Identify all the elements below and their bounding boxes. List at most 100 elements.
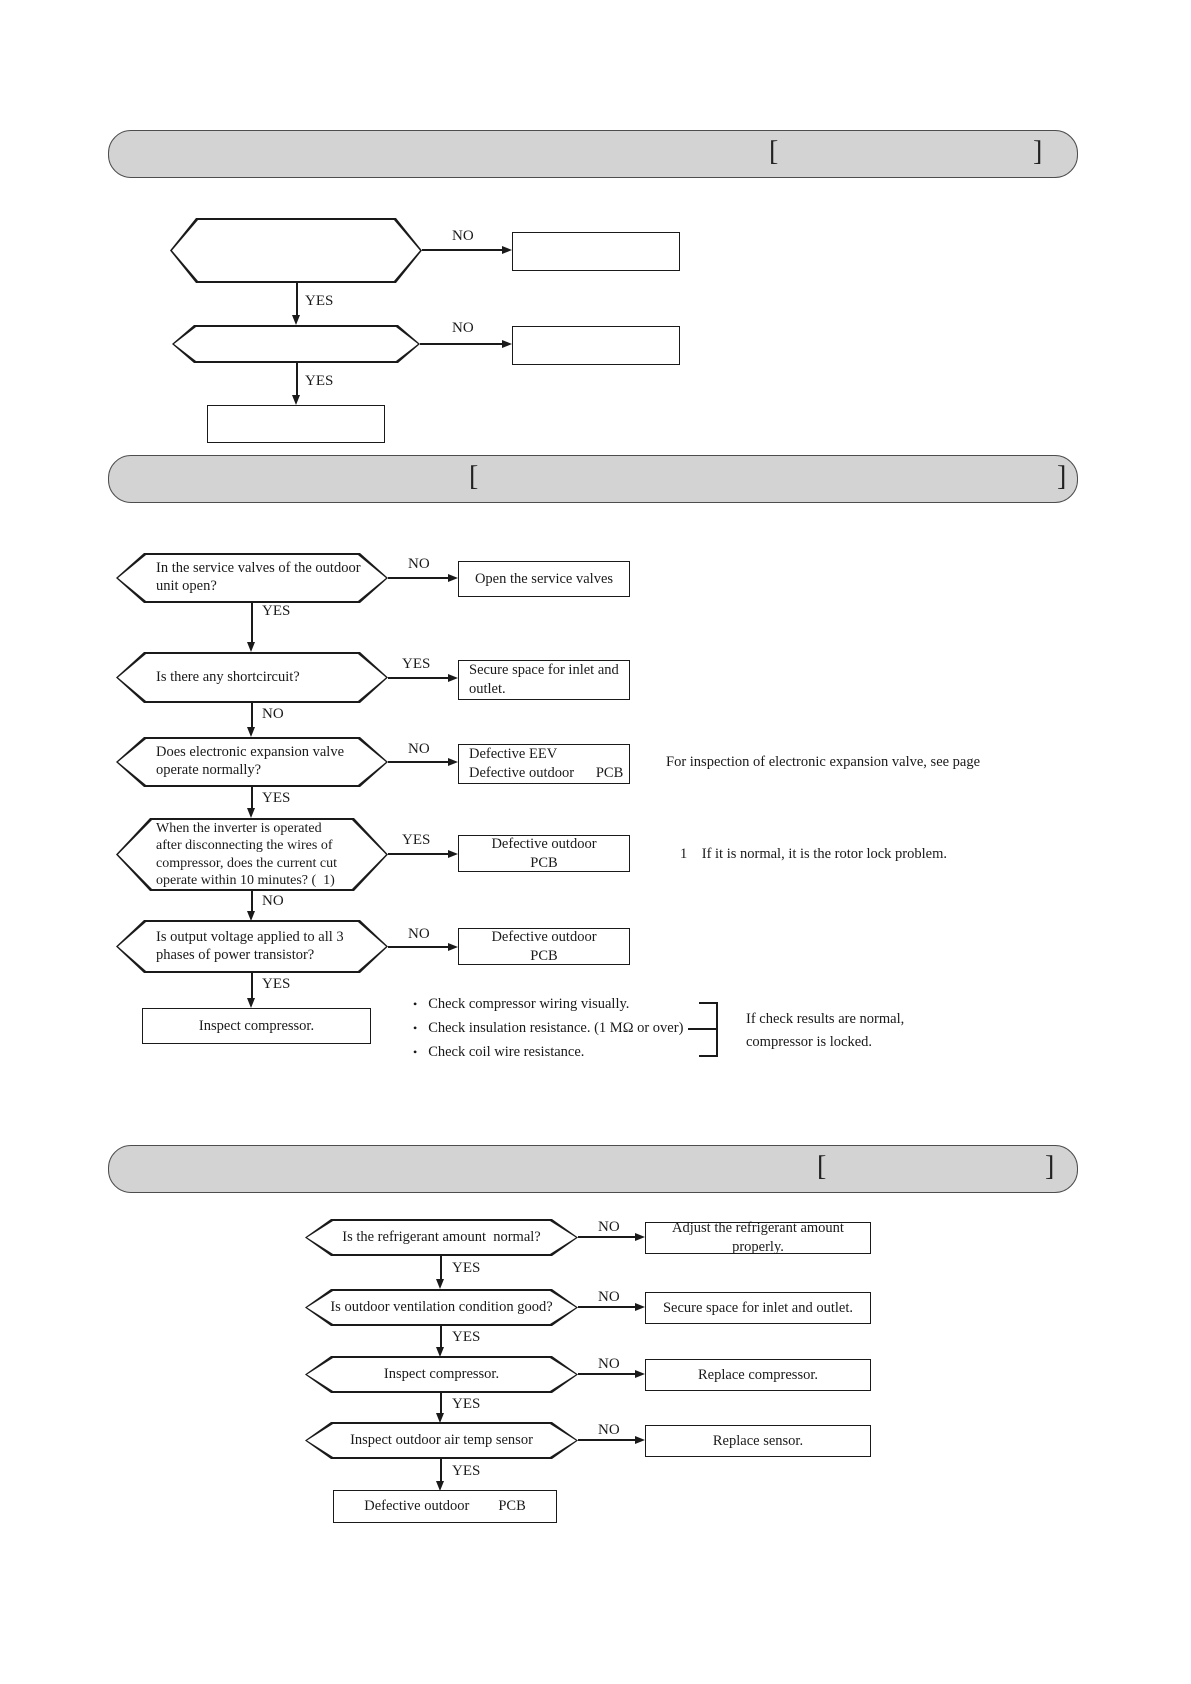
arrow-right-icon	[578, 1435, 645, 1444]
decision-text: Is outdoor ventilation condition good?	[330, 1298, 553, 1315]
decision-fill	[118, 555, 386, 601]
arrow-down-icon	[292, 283, 300, 325]
decision-text: Is output voltage applied to all 3 phase…	[156, 928, 344, 963]
arrow-right-icon	[388, 757, 458, 766]
no-label: NO	[452, 320, 474, 336]
section-header-3: [ ]	[108, 1145, 1078, 1193]
arrow-down-icon	[247, 787, 255, 818]
decision-fill	[307, 1358, 576, 1391]
yes-label: YES	[262, 603, 291, 619]
action-secure-space: Secure space for inlet and outlet.	[458, 660, 630, 700]
action-open-valves: Open the service valves	[458, 561, 630, 597]
section-header-1: [ ]	[108, 130, 1078, 178]
arrow-down-icon	[436, 1326, 444, 1357]
decision-service-valves: In the service valves of the outdoor uni…	[116, 553, 388, 603]
decision-fill	[307, 1291, 576, 1324]
no-label: NO	[408, 741, 430, 757]
action-replace-sensor: Replace sensor.	[645, 1425, 871, 1457]
action-adjust-refrigerant: Adjust the refrigerant amount properly.	[645, 1220, 871, 1255]
brace-top-tick	[699, 1002, 717, 1004]
decision-eev: Does electronic expansion valve operate …	[116, 737, 388, 787]
arrow-right-icon	[388, 573, 458, 582]
decision-fill	[118, 654, 386, 701]
decision-blank-2	[172, 325, 420, 363]
bullet-icon: •	[413, 1021, 418, 1035]
arrow-right-icon	[420, 339, 512, 348]
decision-air-temp-sensor: Inspect outdoor air temp sensor	[305, 1422, 578, 1459]
decision-fill	[118, 739, 386, 785]
no-label: NO	[598, 1219, 620, 1235]
arrow-right-icon	[578, 1302, 645, 1311]
arrow-down-icon	[436, 1393, 444, 1423]
yes-label: YES	[452, 1260, 481, 1276]
decision-fill	[307, 1221, 576, 1254]
arrow-down-icon	[247, 973, 255, 1008]
check-item: • Check insulation resistance. (1 MΩ or …	[413, 1020, 683, 1037]
decision-fill	[174, 327, 418, 361]
decision-ventilation: Is outdoor ventilation condition good?	[305, 1289, 578, 1326]
decision-text: Inspect compressor.	[383, 1365, 500, 1382]
decision-inverter-current-cut: When the inverter is operated after disc…	[116, 818, 388, 891]
no-label: NO	[262, 893, 284, 909]
no-label: NO	[598, 1422, 620, 1438]
decision-fill	[118, 922, 386, 971]
arrow-down-icon	[292, 363, 300, 405]
decision-shortcircuit: Is there any shortcircuit?	[116, 652, 388, 703]
action-defective-pcb-2: Defective outdoor PCB	[458, 928, 630, 965]
decision-text: Is the refrigerant amount normal?	[342, 1228, 541, 1245]
no-label: NO	[408, 926, 430, 942]
yes-label: YES	[305, 373, 334, 389]
decision-text: Inspect outdoor air temp sensor	[350, 1431, 533, 1448]
yes-label: YES	[262, 790, 291, 806]
bullet-icon: •	[413, 1045, 418, 1059]
decision-inspect-compressor: Inspect compressor.	[305, 1356, 578, 1393]
decision-fill	[307, 1424, 576, 1457]
yes-label: YES	[305, 293, 334, 309]
open-bracket: [	[769, 136, 779, 167]
arrow-down-icon	[247, 603, 255, 652]
arrow-right-icon	[388, 942, 458, 951]
note-rotor-lock: 1 If it is normal, it is the rotor lock …	[680, 846, 947, 862]
arrow-right-icon	[578, 1369, 645, 1378]
yes-label: YES	[452, 1329, 481, 1345]
no-label: NO	[262, 706, 284, 722]
no-label: NO	[598, 1289, 620, 1305]
arrow-down-icon	[436, 1256, 444, 1289]
close-bracket: ]	[1045, 1151, 1055, 1182]
result-inspect-compressor: Inspect compressor.	[142, 1008, 371, 1044]
decision-fill	[118, 820, 386, 889]
no-label: NO	[452, 228, 474, 244]
action-blank-1	[512, 232, 680, 271]
yes-label: YES	[262, 976, 291, 992]
bullet-icon: •	[413, 997, 418, 1011]
brace-bottom-tick	[699, 1055, 717, 1057]
decision-text: When the inverter is operated after disc…	[156, 821, 337, 888]
no-label: NO	[408, 556, 430, 572]
close-bracket: ]	[1033, 136, 1043, 167]
arrow-down-icon	[247, 703, 255, 737]
close-bracket: ]	[1057, 461, 1067, 492]
yes-label: YES	[402, 832, 431, 848]
result-defective-pcb: Defective outdoor PCB	[333, 1490, 557, 1523]
check-text: Check compressor wiring visually.	[428, 996, 630, 1012]
action-secure-space-2: Secure space for inlet and outlet.	[645, 1292, 871, 1324]
arrow-down-icon	[436, 1459, 444, 1491]
decision-text: In the service valves of the outdoor uni…	[156, 560, 361, 594]
decision-fill	[172, 220, 420, 281]
decision-text: Does electronic expansion valve operate …	[156, 744, 345, 778]
action-defective-eev: Defective EEV Defective outdoor PCB	[458, 744, 630, 784]
decision-text: Is there any shortcircuit?	[156, 668, 300, 685]
yes-label: YES	[452, 1463, 481, 1479]
arrow-right-icon	[388, 849, 458, 858]
check-item: • Check coil wire resistance.	[413, 1044, 584, 1061]
action-replace-compressor: Replace compressor.	[645, 1359, 871, 1391]
open-bracket: [	[817, 1151, 827, 1182]
decision-refrigerant-amount: Is the refrigerant amount normal?	[305, 1219, 578, 1256]
no-label: NO	[598, 1356, 620, 1372]
brace-middle-connector	[688, 1028, 717, 1030]
result-blank	[207, 405, 385, 443]
note-compressor-locked: If check results are normal, compressor …	[746, 1011, 905, 1050]
decision-blank-1	[170, 218, 422, 283]
arrow-right-icon	[388, 673, 458, 682]
